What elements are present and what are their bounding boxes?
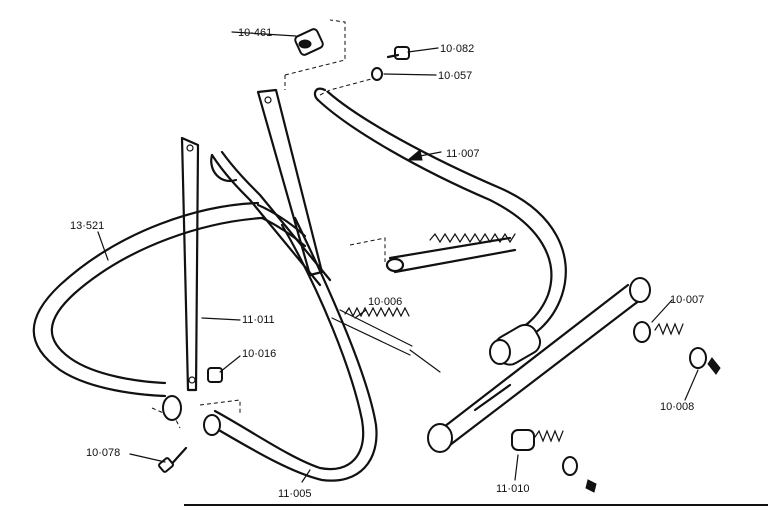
label-11011: 11·011 [242, 314, 275, 326]
label-10461: 10·461 [238, 27, 272, 39]
label-10016: 10·016 [242, 348, 276, 360]
label-10008: 10·008 [660, 401, 694, 413]
main-tube-frame [32, 201, 378, 482]
leg-strut-11011 [180, 136, 200, 392]
bushing-10461 [294, 28, 324, 56]
label-10082: 10·082 [440, 43, 474, 55]
knob-spring-11010 [511, 429, 597, 493]
label-10006: 10·006 [368, 296, 402, 308]
leg-strut-11005 [210, 150, 332, 287]
label-10007: 10·007 [670, 294, 704, 306]
label-11007: 11·007 [446, 148, 479, 160]
washer-10057 [371, 67, 383, 81]
spring-rod-10006 [331, 306, 441, 373]
tube-end-caps [162, 395, 221, 436]
label-11010: 11·010 [496, 483, 529, 495]
cross-tube [427, 277, 651, 453]
label-10057: 10·057 [438, 70, 472, 82]
upper-bent-tube-11007 [313, 87, 567, 347]
knob-spring-10007 [633, 321, 721, 375]
label-10078: 10·078 [86, 447, 120, 459]
label-11005: 11·005 [278, 488, 311, 500]
dashed-guides [151, 19, 386, 429]
label-13521: 13·521 [70, 220, 104, 232]
bolt-10082 [386, 46, 410, 60]
nut-10016 [207, 367, 223, 383]
upper-spring-assembly [385, 232, 517, 274]
bolt-10078 [158, 446, 188, 473]
leader-lines [97, 31, 699, 483]
upper-strut [256, 88, 324, 277]
